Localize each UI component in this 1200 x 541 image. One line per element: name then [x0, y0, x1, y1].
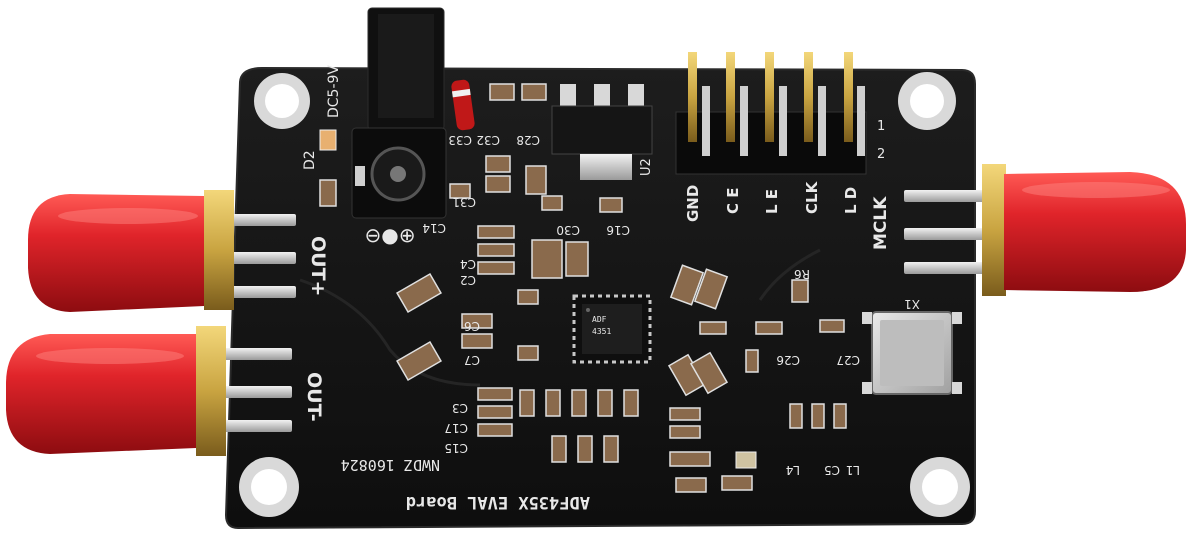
- refdes-c3: C3: [452, 401, 468, 415]
- refdes-c7: C7: [464, 353, 480, 367]
- diode-label: D2: [302, 150, 318, 170]
- board-name-label: ADF435X EVAL Board: [406, 492, 590, 512]
- pin-header: 1 2: [675, 52, 885, 175]
- crystal-label: X1: [904, 297, 920, 311]
- refdes-c17: C17: [444, 421, 468, 435]
- header-pin-2-label: 2: [877, 147, 885, 162]
- pin-label-ce: C E: [724, 188, 742, 214]
- diode: [451, 79, 475, 131]
- pin-label-le: L E: [763, 189, 781, 214]
- svg-text:⊖●⊕: ⊖●⊕: [365, 223, 416, 247]
- refdes-c28: C28: [516, 133, 540, 147]
- svg-text:ADF: ADF: [592, 315, 607, 324]
- refdes-labels: C28 C32 C33 C31 C14 C16 C30 C4 C2 C6 C7 …: [422, 133, 860, 477]
- voltage-regulator: U2: [551, 84, 654, 180]
- refdes-c6: C6: [464, 319, 480, 333]
- sma-connector-mclk: [904, 164, 1186, 296]
- refdes-c4: C4: [460, 257, 476, 271]
- out-minus-label: OUT-: [303, 372, 325, 422]
- refdes-c14: C14: [422, 221, 446, 235]
- board-id-label: NWDZ 160824: [341, 456, 440, 474]
- refdes-c16: C16: [606, 223, 630, 237]
- refdes-c8: C5: [824, 463, 840, 477]
- refdes-c31: C31: [452, 195, 476, 209]
- refdes-c5: L1: [846, 463, 860, 477]
- refdes-l1: L4: [786, 463, 800, 477]
- regulator-label: U2: [639, 158, 654, 176]
- pin-label-clk: CLK: [803, 180, 821, 214]
- crystal-oscillator: X1: [862, 297, 962, 395]
- led: [319, 129, 757, 469]
- pin-label-gnd: GND: [684, 185, 702, 222]
- pin-label-ld: L D: [842, 187, 860, 214]
- refdes-c32: C32: [476, 133, 500, 147]
- refdes-c15: C15: [444, 441, 468, 455]
- refdes-c2: C2: [460, 273, 476, 287]
- refdes-r8: R6: [794, 267, 810, 281]
- dc-barrel-jack: ⊖●⊕: [351, 7, 447, 247]
- refdes-r5: C27: [836, 353, 860, 367]
- ground-plane-curves: [299, 248, 821, 387]
- sma-connector-out-plus: [28, 190, 296, 312]
- power-label: DC5-9V: [326, 65, 342, 118]
- refdes-c9: C26: [776, 353, 800, 367]
- smd-components: [319, 83, 847, 493]
- mounting-holes: [239, 72, 970, 517]
- out-plus-label: OUT+: [307, 236, 329, 296]
- sma-connector-out-minus: [6, 326, 292, 456]
- mclk-label: MCLK: [871, 196, 891, 250]
- refdes-c30: C30: [556, 223, 580, 237]
- svg-text:4351: 4351: [592, 327, 611, 336]
- header-pin-1-label: 1: [877, 119, 885, 134]
- header-pin-labels: GND C E L E CLK L D: [684, 180, 860, 222]
- refdes-c33: C33: [448, 133, 472, 147]
- main-ic: ADF 4351: [572, 294, 652, 364]
